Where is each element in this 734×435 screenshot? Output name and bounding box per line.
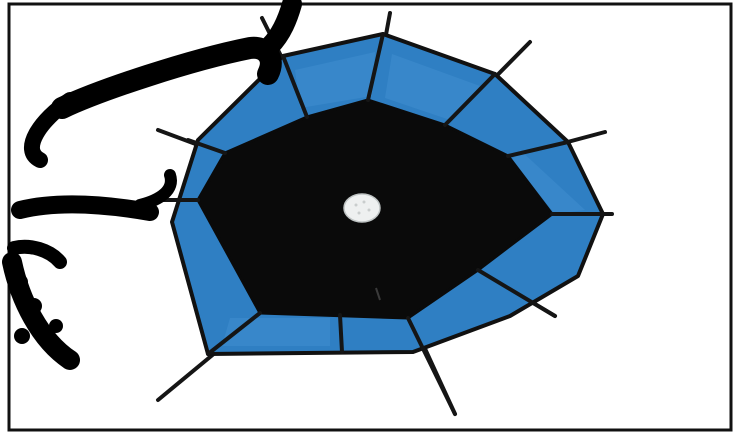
- band-spoke: [340, 315, 342, 352]
- center-dot: [344, 194, 380, 222]
